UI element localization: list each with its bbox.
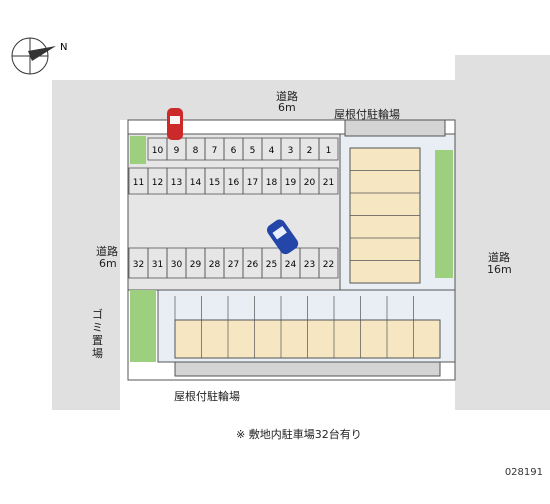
parking-slot [318, 247, 339, 279]
road-area [52, 55, 550, 410]
green-area [130, 136, 146, 164]
parking-slot [318, 167, 339, 195]
parking-note: ※ 敷地内駐車場32台有り [236, 428, 362, 441]
top-row-slot-number: 9 [174, 146, 180, 156]
bike-parking-bottom-label: 屋根付駐輪場 [174, 390, 240, 403]
bottom-row-slot-number: 27 [228, 260, 239, 270]
bottom-row-slot-number: 29 [190, 260, 202, 270]
road-right-name: 道路 [488, 251, 510, 264]
car-red [167, 108, 183, 140]
middle-row-slot-number: 15 [209, 178, 220, 188]
top-row-slot-number: 6 [231, 146, 237, 156]
bike-roof-bottom [174, 361, 441, 377]
road-left-width: 6m [99, 257, 117, 270]
bottom-row-slot-number: 25 [266, 260, 277, 270]
top-row-slot-number: 7 [212, 146, 218, 156]
road-left-name: 道路 [96, 245, 118, 258]
bottom-row-slot-number: 26 [247, 260, 259, 270]
road-top-width: 6m [278, 101, 296, 114]
compass-north-label: N [60, 42, 67, 53]
bottom-row-slot-number: 31 [152, 260, 163, 270]
bottom-row-slot-number: 32 [133, 260, 144, 270]
middle-row-slot-number: 19 [285, 178, 297, 188]
top-row-slot-number: 10 [152, 146, 164, 156]
middle-row-slot-number: 13 [171, 178, 182, 188]
top-row-slot-number: 2 [307, 146, 313, 156]
middle-row-slot-number: 16 [228, 178, 240, 188]
parking-slot [318, 137, 339, 161]
middle-row-slot-number: 11 [133, 178, 144, 188]
bike-parking-top-label: 屋根付駐輪場 [334, 108, 400, 121]
top-row-slot-number: 1 [326, 146, 332, 156]
bottom-row-slot-number: 30 [171, 260, 183, 270]
compass-rose [11, 37, 56, 75]
top-row-slot-number: 8 [193, 146, 199, 156]
middle-row-slot-number: 18 [266, 178, 278, 188]
unit-dividers [174, 147, 420, 358]
road-right-width: 16m [487, 263, 512, 276]
green-area [130, 290, 156, 362]
green-area [435, 150, 453, 278]
bottom-row-slot-number: 28 [209, 260, 221, 270]
middle-row-slot-number: 12 [152, 178, 163, 188]
top-row-slot-number: 4 [269, 146, 275, 156]
top-row-slot-number: 5 [250, 146, 256, 156]
middle-row-slot-number: 14 [190, 178, 202, 188]
garbage-label: ゴミ置場 [92, 308, 103, 360]
car-blue [266, 219, 299, 255]
road-top-name: 道路 [276, 90, 298, 103]
bottom-row-slot-number: 24 [285, 260, 297, 270]
middle-row-slot-number: 21 [323, 178, 334, 188]
bottom-row-slot-number: 23 [304, 260, 315, 270]
middle-row-slot-number: 20 [304, 178, 316, 188]
bottom-row-slot-number: 22 [323, 260, 334, 270]
top-row-slot-number: 3 [288, 146, 294, 156]
middle-row-slot-number: 17 [247, 178, 258, 188]
bike-roof-top [344, 119, 446, 137]
property-code: 028191 [504, 467, 543, 478]
